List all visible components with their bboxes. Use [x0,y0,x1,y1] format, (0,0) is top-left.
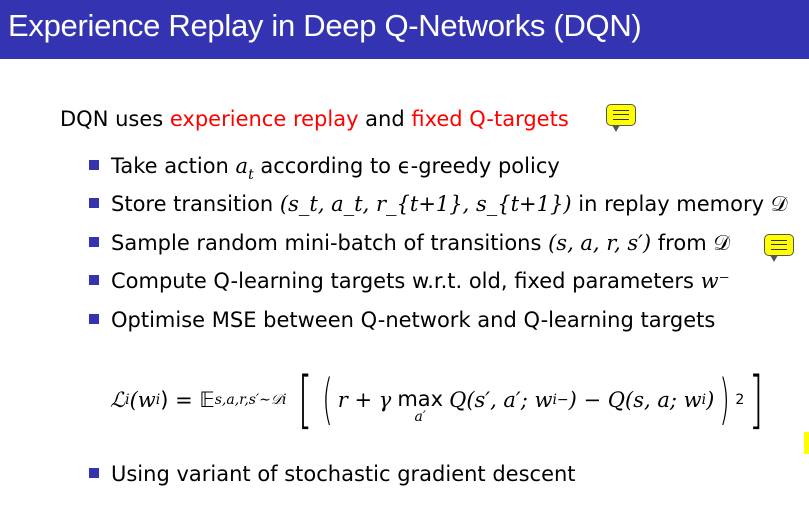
math: (s_t, a_t, r_{t+1}, s_{t+1}) [279,192,572,216]
eq-part: − [556,392,569,408]
bullet-text: Optimise MSE between Q-network and Q-lea… [111,308,716,332]
math: w⁻ [700,269,730,293]
eq-part: ) − Q(s, a; w [568,388,702,412]
intro-text: and [358,107,412,131]
bullet-item: Store transition (s_t, a_t, r_{t+1}, s_{… [89,192,787,217]
math: a [235,154,249,178]
comment-note-icon[interactable] [804,432,809,454]
bullet-square-icon [89,160,99,170]
math: (s, a, r, s′) [548,231,652,255]
bullet-square-icon [89,198,99,208]
intro-text: DQN uses [60,107,170,131]
eq-part: ℒ [110,388,126,412]
left-paren: ( [321,368,333,431]
bullet-item: Sample random mini-batch of transitions … [89,231,730,256]
bullet-text: Take action [111,154,236,178]
eq-part: (w [129,388,156,412]
highlight-experience-replay: experience replay [169,107,359,131]
slide-header: Experience Replay in Deep Q-Networks (DQ… [0,0,809,59]
bullet-square-icon [89,314,99,324]
eq-part: 2 [735,392,745,408]
eq-part: s,a,r,s′∼𝒟i [214,392,287,408]
bullet-item: Optimise MSE between Q-network and Q-lea… [89,308,715,332]
eq-part: i [125,392,130,408]
eq-part: a′ [414,408,426,425]
bullet-text: according to ϵ-greedy policy [253,154,560,178]
bullet-text: in replay memory 𝒟 [571,192,788,216]
bullet-item: Using variant of stochastic gradient des… [89,462,576,486]
bullet-text: Compute Q-learning targets w.r.t. old, f… [111,269,701,293]
bullet-text: Using variant of stochastic gradient des… [111,462,576,486]
slide-title: Experience Replay in Deep Q-Networks (DQ… [8,8,642,43]
eq-part: Q(s′, a′; w [449,388,553,412]
highlight-fixed-q-targets: fixed Q-targets [411,107,569,131]
eq-part: i [552,392,557,408]
math-sub: t [248,167,254,183]
bullet-item: Compute Q-learning targets w.r.t. old, f… [89,269,730,293]
right-paren: ) [719,368,731,431]
eq-part: r + γ [337,388,392,412]
bullet-item: Take action at according to ϵ-greedy pol… [89,154,560,183]
eq-part: ) = 𝔼 [160,388,215,412]
bullet-square-icon [89,237,99,247]
bullet-text: Store transition [111,192,280,216]
right-bracket: ] [749,363,764,436]
bullet-text: from 𝒟 [651,231,731,255]
left-bracket: [ [297,363,312,436]
comment-note-icon[interactable] [606,104,636,132]
eq-part: ) [706,388,715,412]
eq-part: max [397,386,444,411]
bullet-square-icon [89,468,99,478]
eq-part: i [155,392,161,408]
intro-line: DQN uses experience replay and fixed Q-t… [60,107,569,131]
bullet-text: Sample random mini-batch of transitions [111,231,549,255]
comment-note-icon[interactable] [764,234,794,262]
eq-part: i [701,392,707,408]
bullet-square-icon [89,275,99,285]
